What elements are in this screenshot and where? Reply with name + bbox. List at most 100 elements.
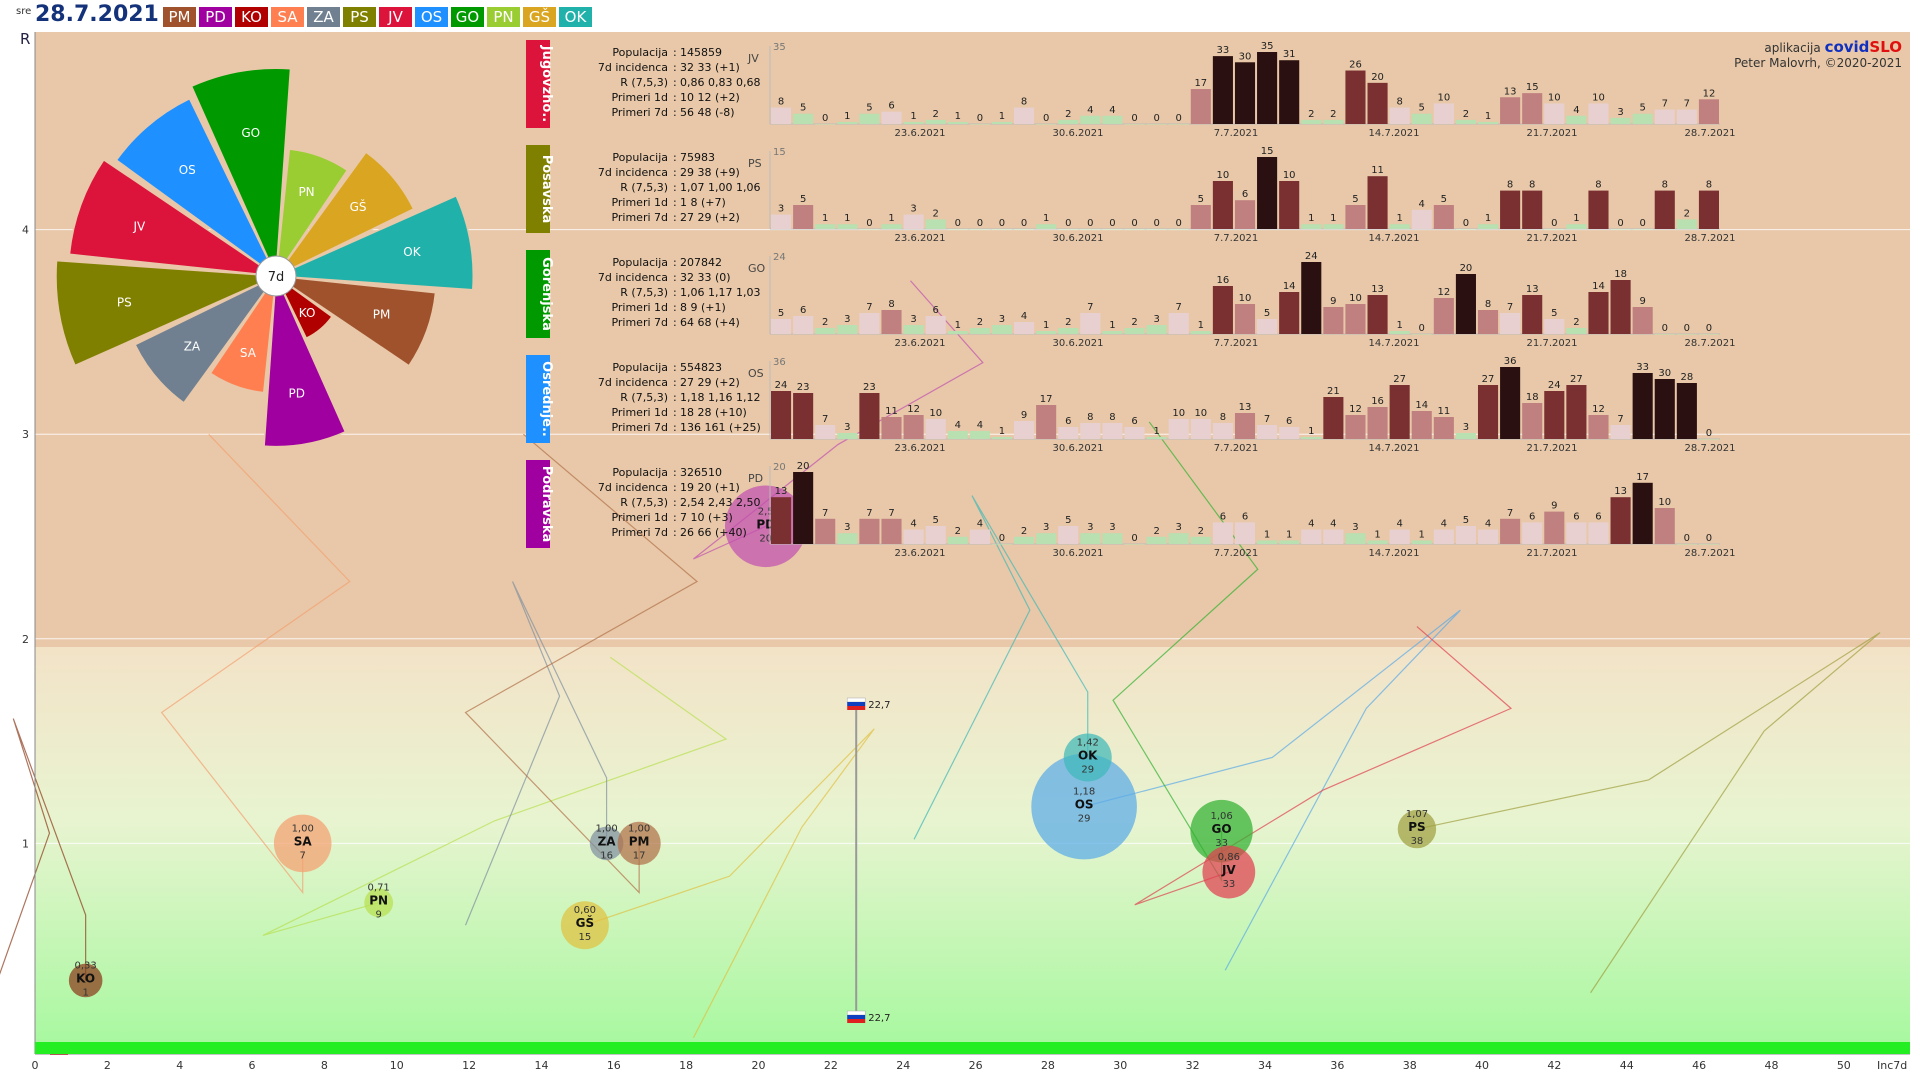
panel-date-label: 30.6.2021 [1053,548,1104,559]
panel-bar [1279,427,1300,439]
panel-bar-label: 15 [1526,82,1539,93]
panel-bar [1389,331,1410,334]
panel-stat-colon: : [673,481,677,494]
bubble-r-value: 1,06 [1210,811,1232,822]
panel-bar [1102,533,1123,544]
panel-bar-label: 0 [866,218,872,229]
panel-bar-label: 4 [1330,519,1336,530]
panel-stat-colon: : [673,511,677,524]
panel-stat-label: R (7,5,3) [620,391,668,404]
legend-chip-gš[interactable]: GŠ [523,7,556,27]
panel-bar [969,124,990,125]
legend-chip-ko[interactable]: KO [235,7,268,27]
x-tick-label: 20 [752,1059,766,1072]
panel-bar-label: 8 [1109,412,1115,423]
panel-bar-label: 30 [1239,51,1252,62]
panel-bar [1146,124,1167,125]
panel-bar-label: 7 [1684,99,1690,110]
credit-app-label: aplikacija [1764,41,1821,55]
panel-bar-label: 7 [822,508,828,519]
panel-stat-colon: : [673,316,677,329]
y-tick-label: 1 [22,837,29,850]
panel-bar [1014,536,1035,544]
pie-slice-label: GŠ [350,199,367,214]
legend-chip-os[interactable]: OS [415,7,448,27]
panel-bar-label: 11 [1371,165,1384,176]
bubble-r-value: 1,00 [595,823,617,834]
panel-bar [1676,109,1697,124]
legend-chip-jv[interactable]: JV [379,7,412,27]
panel-bar [1014,322,1035,334]
panel-bar [925,119,946,124]
bubble-r-value: 0,86 [1218,852,1240,863]
legend-chip-pm[interactable]: PM [163,7,196,27]
panel-bar [1345,205,1366,229]
panel-stat-value: 18 28 (+10) [680,406,747,419]
pie-slice-shape [134,275,277,404]
panel-bar-label: 0 [955,218,961,229]
legend-chip-sa[interactable]: SA [271,7,304,27]
panel-bar [903,529,924,544]
panel-bar [1257,157,1278,229]
legend-chip-za[interactable]: ZA [307,7,340,27]
legend-chip-ok[interactable]: OK [559,7,592,27]
panel-bar-label: 4 [1109,105,1115,116]
panel-bar-label: 0 [1662,323,1668,334]
panel-bar-label: 7 [888,508,894,519]
panel-stat-label: 7d incidenca [598,481,668,494]
panel-bar [1212,522,1233,544]
panel-bar [991,325,1013,334]
panel-bar [1654,508,1675,544]
pie-slice-shape [68,158,277,277]
legend-chip-pn[interactable]: PN [487,7,520,27]
bubble-incidence: 17 [633,850,646,861]
bubble-r-value: 2,5 [758,506,774,517]
panel-bar-label: 4 [1021,311,1027,322]
bubble-circle [1031,753,1137,860]
panel-bar-label: 6 [800,305,806,316]
trail-pn [262,656,728,937]
panel-bar [1411,113,1432,124]
slovenia-flag-top-icon [846,697,866,710]
panel-date-label: 14.7.2021 [1369,443,1420,454]
panel-bar-label: 5 [933,515,939,526]
panel-bar-label: 1 [1573,213,1579,224]
panel-bar-label: 8 [1485,299,1491,310]
panel-date-label: 7.7.2021 [1214,233,1259,244]
panel-bar [1566,224,1587,229]
panel-bar [1102,115,1123,124]
panel-bar-label: 2 [1021,526,1027,537]
panel-bar-label: 0 [1463,218,1469,229]
panel-date-label: 7.7.2021 [1214,443,1259,454]
legend-chip-ps[interactable]: PS [343,7,376,27]
panel-bar [1014,229,1035,230]
panel-bar-label: 10 [1239,293,1252,304]
panel-bar [1500,313,1521,334]
panel-bar-label: 7 [1264,414,1270,425]
panel-bar [1234,200,1256,229]
panel-bar [1323,397,1344,439]
legend-chip-go[interactable]: GO [451,7,484,27]
panel-bar [1654,379,1675,439]
panel-stat-label: Primeri 1d [611,406,668,419]
panel-bar-label: 14 [1592,281,1605,292]
panel-bar [1566,115,1587,124]
panel-date-label: 28.7.2021 [1685,233,1736,244]
legend-chip-pd[interactable]: PD [199,7,232,27]
panel-bar [1168,419,1189,439]
panel-bar-label: 1 [1043,320,1049,331]
panel-bar [1102,229,1123,230]
panel-bar [1676,219,1697,229]
panel-stat-label: Primeri 7d [611,421,668,434]
panel-bar-label: 3 [999,314,1005,325]
panel-bar [1610,425,1631,439]
panel-bar [1632,229,1653,230]
panel-bar-label: 18 [1526,392,1539,403]
panel-bar-label: 13 [1239,402,1252,413]
bubble-r-value: 1,00 [292,823,314,834]
flag-blue [847,702,866,706]
